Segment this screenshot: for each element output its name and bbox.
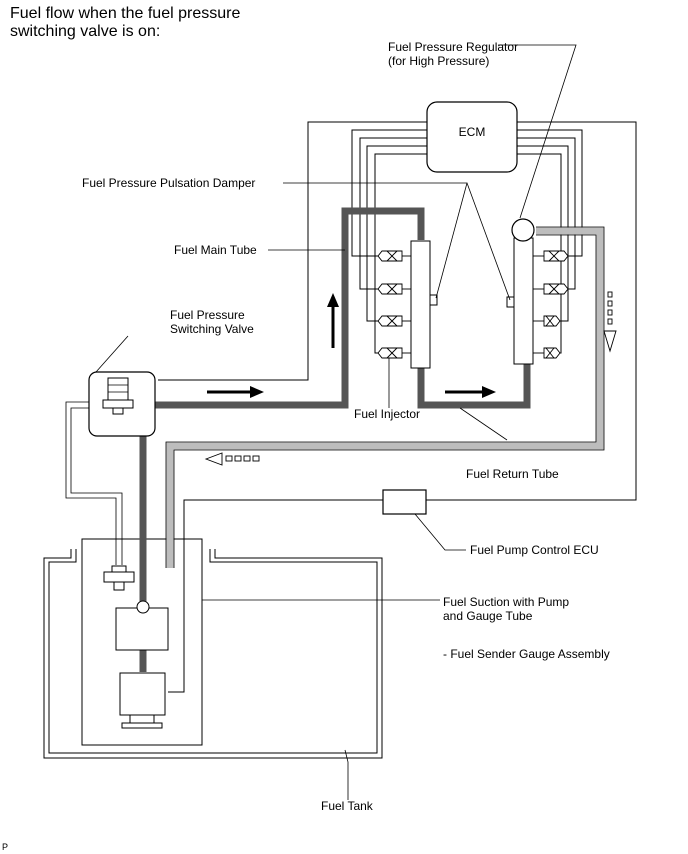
corner-mark: P <box>2 842 9 852</box>
sender-gauge-label: - Fuel Sender Gauge Assembly <box>443 647 610 661</box>
left-delivery-pipe <box>410 240 431 369</box>
switching-valve-label-line2: Switching Valve <box>170 322 254 336</box>
regulator-label: Fuel Pressure Regulator (for High Pressu… <box>388 40 518 68</box>
fuel-injector <box>533 283 569 295</box>
fuel-pump <box>119 672 166 716</box>
regulator-label-line1: Fuel Pressure Regulator <box>388 40 519 54</box>
switching-valve-label-line1: Fuel Pressure <box>170 308 245 322</box>
fuel-injector <box>377 283 411 295</box>
suction-label-line2: and Gauge Tube <box>443 609 533 623</box>
ecm-label: ECM <box>459 125 486 139</box>
return-flow-arrows <box>204 291 617 466</box>
fuel-tank-label: Fuel Tank <box>321 799 373 813</box>
regulator-label-line2: (for High Pressure) <box>388 54 490 68</box>
main-tube-right <box>417 364 531 409</box>
fuel-pressure-regulator <box>511 218 535 242</box>
return-tube-label: Fuel Return Tube <box>466 467 559 481</box>
pulsation-damper-right <box>506 296 515 308</box>
suction-label-line1: Fuel Suction with Pump <box>443 595 570 609</box>
fuel-injector <box>377 250 411 262</box>
injector-label: Fuel Injector <box>354 407 421 421</box>
fuel-tank <box>43 549 383 759</box>
fuel-injector <box>533 347 561 359</box>
main-flow-arrows <box>207 293 496 398</box>
suction-label: Fuel Suction with Pump and Gauge Tube <box>443 595 569 623</box>
right-delivery-pipe <box>513 237 534 365</box>
pump-ecu-label: Fuel Pump Control ECU <box>470 543 599 557</box>
main-tube-label: Fuel Main Tube <box>174 243 257 257</box>
fuel-injector <box>377 347 411 359</box>
pulsation-damper-label: Fuel Pressure Pulsation Damper <box>82 176 256 190</box>
fuel-injector <box>377 315 411 327</box>
fuel-pump-control-ecu <box>382 489 427 515</box>
right-injectors <box>533 250 569 359</box>
fuel-injector <box>533 250 569 262</box>
fuel-injector <box>533 315 561 327</box>
ecm-box <box>426 101 518 173</box>
fuel-filter <box>115 607 169 651</box>
left-injectors <box>377 250 411 359</box>
return-tube <box>166 227 604 568</box>
switching-valve <box>88 371 156 437</box>
diagram-title: Fuel flow when the fuel pressure switchi… <box>10 5 241 40</box>
main-tube <box>139 207 425 610</box>
pulsation-damper-left <box>429 294 438 306</box>
in-tank-parts <box>103 565 169 729</box>
switching-valve-label: Fuel Pressure Switching Valve <box>170 308 254 336</box>
leader-lines <box>95 44 577 800</box>
